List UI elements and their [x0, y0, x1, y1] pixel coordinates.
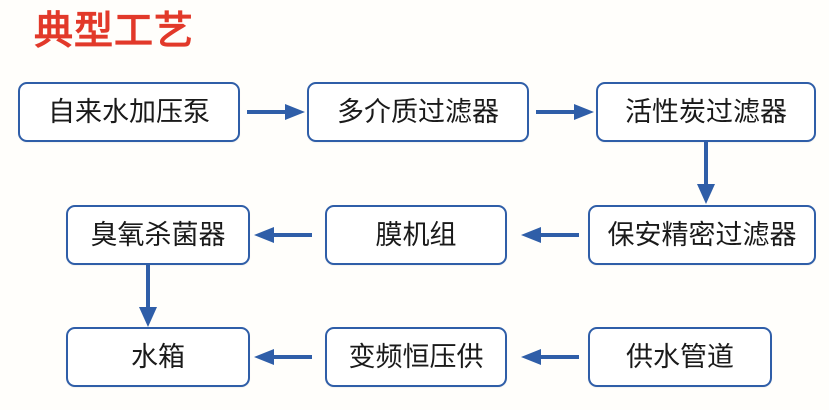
arrow-left-n8-to-n7 — [254, 347, 312, 367]
flow-node-vfd-constant-pressure-supply[interactable]: 变频恒压供 — [325, 327, 507, 387]
page-title: 典型工艺 — [34, 10, 195, 53]
node-label: 活性炭过滤器 — [625, 96, 787, 127]
arrow-left-n4-to-n5 — [521, 225, 579, 245]
flow-node-multimedia-filter[interactable]: 多介质过滤器 — [307, 82, 529, 142]
arrow-down-n3-to-n4 — [691, 142, 721, 204]
flow-node-ozone-sterilizer[interactable]: 臭氧杀菌器 — [66, 205, 250, 265]
node-label: 多介质过滤器 — [337, 96, 499, 127]
arrow-left-n9-to-n8 — [521, 347, 579, 367]
node-label: 供水管道 — [626, 341, 734, 372]
flow-node-water-supply-pipeline[interactable]: 供水管道 — [588, 327, 772, 387]
flow-node-security-precision-filter[interactable]: 保安精密过滤器 — [588, 205, 816, 265]
flow-node-water-tank[interactable]: 水箱 — [66, 327, 250, 387]
flow-node-tap-water-booster-pump[interactable]: 自来水加压泵 — [18, 82, 240, 142]
node-label: 膜机组 — [375, 219, 457, 250]
arrow-right-n1-to-n2 — [247, 102, 305, 122]
node-label: 变频恒压供 — [348, 341, 484, 372]
node-label: 臭氧杀菌器 — [90, 219, 226, 250]
flow-node-membrane-unit[interactable]: 膜机组 — [325, 205, 507, 265]
node-label: 水箱 — [131, 341, 185, 372]
arrow-left-n5-to-n6 — [254, 225, 312, 245]
node-label: 自来水加压泵 — [48, 96, 210, 127]
arrow-down-n6-to-n7 — [133, 265, 163, 327]
arrow-right-n2-to-n3 — [536, 102, 594, 122]
flow-node-activated-carbon-filter[interactable]: 活性炭过滤器 — [596, 82, 816, 142]
node-label: 保安精密过滤器 — [607, 219, 797, 250]
